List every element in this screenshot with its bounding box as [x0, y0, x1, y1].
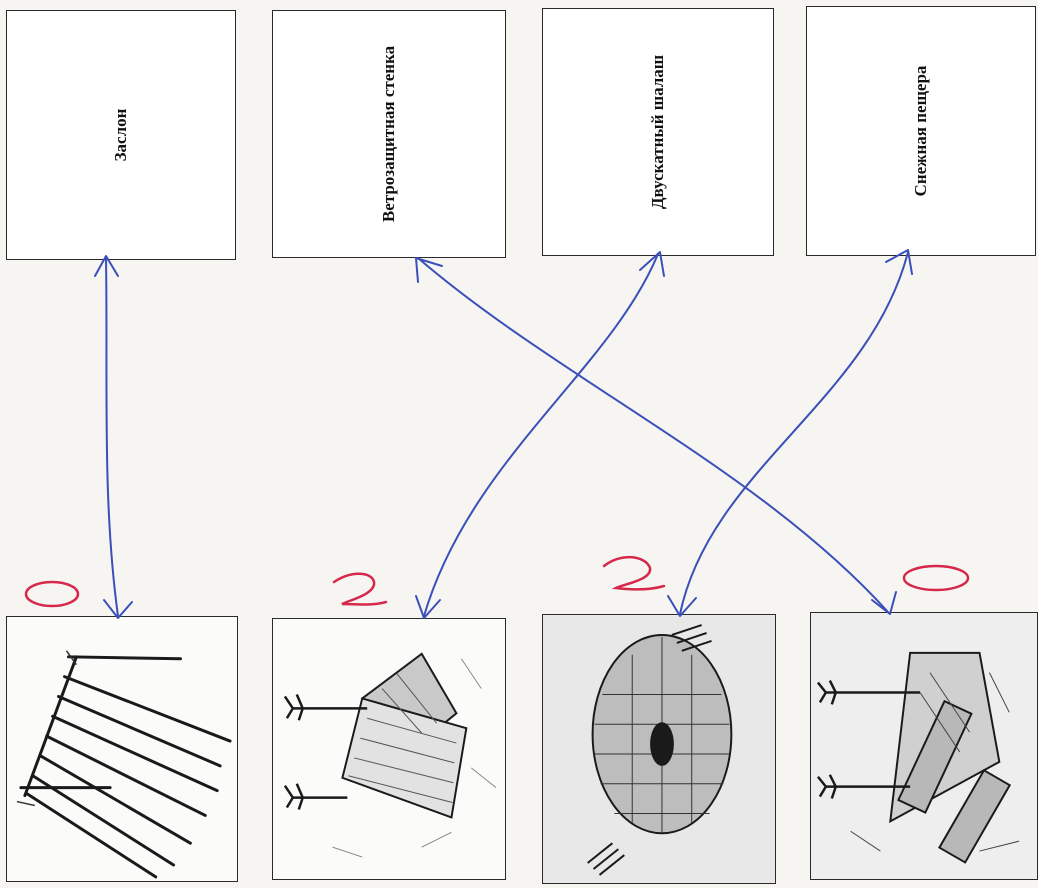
label-wind-wall: Ветрозащитная стенка — [379, 45, 398, 223]
label-box-snow-cave: Снежная пещера — [806, 6, 1036, 256]
arrow-windwall-to-picture4 — [415, 257, 897, 615]
barrier-drawing — [16, 650, 232, 879]
label-box-gable-hut: Двускатный шалаш — [542, 8, 774, 256]
picture-gable-shelter — [272, 618, 506, 880]
arrow-zaslon-to-picture1 — [94, 255, 133, 619]
label-box-zaslon: Заслон — [6, 10, 236, 260]
grade-mark-1 — [24, 580, 80, 608]
picture-snow-cave — [542, 614, 776, 884]
label-gable-hut: Двускатный шалаш — [648, 54, 667, 210]
gable-shelter-drawing — [283, 652, 497, 858]
label-zaslon: Заслон — [111, 108, 130, 162]
grade-mark-3 — [602, 556, 666, 591]
grade-mark-2 — [332, 572, 388, 606]
picture-log-wall — [810, 612, 1038, 880]
grade-mark-4 — [902, 564, 970, 592]
picture-barrier — [6, 616, 238, 882]
arrow-gablehut-to-picture2 — [415, 251, 665, 619]
log-wall-drawing — [811, 613, 1037, 879]
arrow-snowcave-to-picture3 — [667, 249, 913, 617]
snow-cave-drawing — [543, 615, 775, 883]
label-snow-cave: Снежная пещера — [911, 65, 930, 197]
label-box-wind-wall: Ветрозащитная стенка — [272, 10, 506, 258]
